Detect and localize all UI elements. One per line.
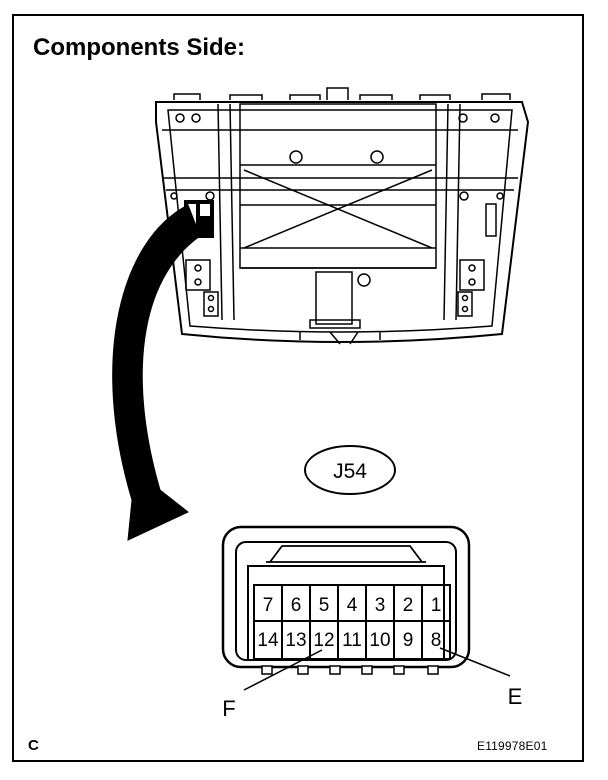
pin-label: 5 [319, 595, 330, 616]
pin-label: 14 [257, 630, 279, 651]
diagram-title: Components Side: [33, 34, 246, 61]
corner-label: C [28, 737, 39, 754]
connector-id-badge: J54 [304, 445, 396, 495]
pin-label: 11 [342, 630, 362, 651]
pin-label: 13 [285, 630, 306, 651]
connector-face [221, 525, 471, 675]
pin-row-bottom: 14 13 12 11 10 9 8 [257, 630, 441, 651]
figure-id: E119978E01 [477, 739, 548, 753]
component-panel [155, 87, 530, 345]
pin-label: 2 [403, 595, 414, 616]
callout-leader-f [243, 649, 323, 691]
callout-label-f: F [222, 696, 235, 721]
pin-label: 1 [431, 595, 442, 616]
pin-label: 4 [347, 595, 358, 616]
connector-id-label: J54 [333, 460, 367, 483]
pin-label: 6 [291, 595, 302, 616]
pin-label: 9 [403, 630, 414, 651]
pin-row-top: 7 6 5 4 3 2 1 [263, 595, 442, 616]
pin-label: 8 [431, 630, 442, 651]
pin-label: 3 [375, 595, 386, 616]
callout-leader-e [439, 647, 511, 677]
pin-label: 12 [313, 630, 334, 651]
pin-label: 7 [263, 595, 274, 616]
diagram-frame [12, 14, 584, 762]
location-arrow [112, 204, 201, 541]
pin-label: 10 [369, 630, 390, 651]
callout-label-e: E [508, 684, 523, 709]
